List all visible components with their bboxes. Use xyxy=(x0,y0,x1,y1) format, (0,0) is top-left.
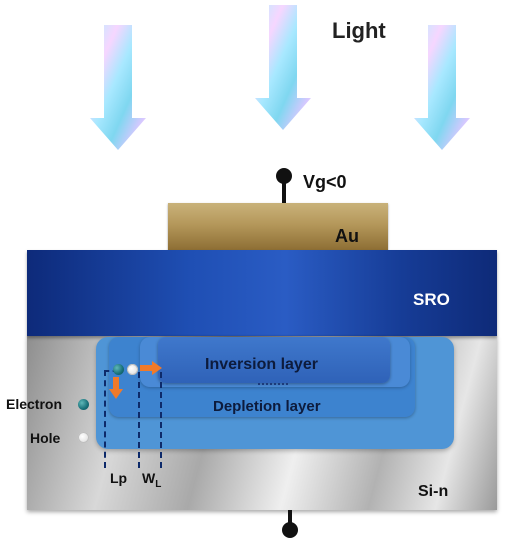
lp-label: Lp xyxy=(110,470,128,486)
legend-electron-icon xyxy=(78,399,89,410)
interface-mark xyxy=(258,383,288,387)
legend-electron-label: Electron xyxy=(6,396,63,412)
electron-particle xyxy=(113,364,124,375)
gate-wire xyxy=(282,178,286,204)
depletion-label: Depletion layer xyxy=(213,398,321,415)
legend-hole-icon xyxy=(78,432,89,443)
lp-guide-line xyxy=(104,370,106,468)
gate-terminal xyxy=(276,168,292,184)
sro-label: SRO xyxy=(413,290,450,309)
electron-path-line xyxy=(104,370,118,372)
inversion-label: Inversion layer xyxy=(205,356,318,373)
au-label: Au xyxy=(335,226,359,246)
sro-layer xyxy=(27,250,497,336)
au-contact xyxy=(168,203,388,251)
gate-voltage-label: Vg<0 xyxy=(303,172,347,192)
electron-drift-arrow xyxy=(109,377,123,399)
lp-wl-guide-line xyxy=(138,372,140,468)
hole-drift-arrow xyxy=(140,361,162,375)
inversion-layer xyxy=(158,337,390,383)
light-arrow-2 xyxy=(255,5,311,130)
wl-label: WL xyxy=(142,470,162,490)
si-n-label: Si-n xyxy=(418,483,449,500)
light-arrow-3 xyxy=(414,25,470,150)
light-label: Light xyxy=(332,18,386,43)
substrate-wire xyxy=(288,510,292,532)
light-arrow-1 xyxy=(90,25,146,150)
wl-guide-line xyxy=(160,372,162,468)
hole-particle xyxy=(127,364,138,375)
legend-hole-label: Hole xyxy=(30,430,61,446)
substrate-terminal xyxy=(282,522,298,538)
